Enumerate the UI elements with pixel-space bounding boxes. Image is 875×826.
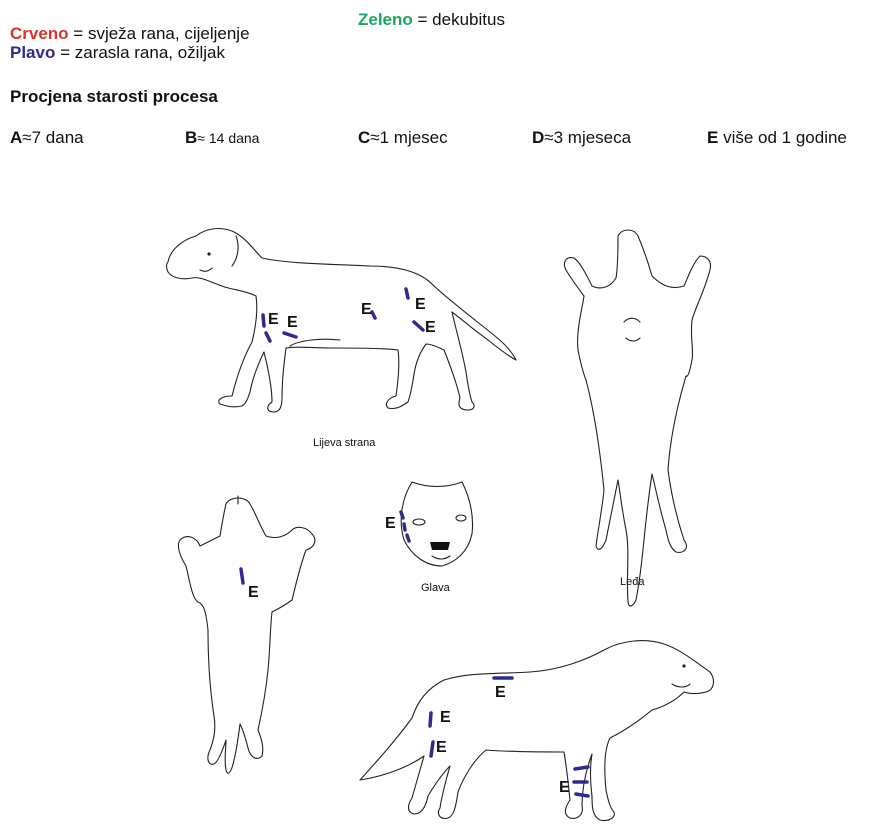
marking-labels: E E E E E E E E E E E — [248, 296, 570, 796]
dog-left-side — [167, 229, 517, 412]
scar-mark — [266, 333, 270, 341]
dog-head-view — [401, 482, 472, 566]
marking-label: E — [440, 709, 451, 726]
scar-mark — [414, 322, 423, 330]
marking-label: E — [559, 779, 570, 796]
scar-mark — [576, 794, 588, 796]
marking-label: E — [268, 311, 279, 328]
marking-label: E — [425, 319, 436, 336]
marking-label: E — [248, 584, 259, 601]
scar-mark — [575, 767, 588, 769]
scar-mark — [241, 569, 243, 583]
scar-mark — [372, 312, 375, 318]
marking-label: E — [287, 314, 298, 331]
marking-label: E — [385, 515, 396, 532]
scar-mark — [406, 289, 408, 298]
scar-markings — [241, 289, 588, 796]
scar-mark — [284, 333, 296, 337]
scar-mark — [430, 713, 431, 726]
scar-mark — [407, 535, 409, 541]
dog-right-side — [360, 641, 713, 821]
scar-mark — [431, 742, 433, 756]
scar-mark — [401, 512, 403, 518]
dog-back-view — [564, 230, 710, 606]
marking-label: E — [495, 684, 506, 701]
marking-label: E — [436, 739, 447, 756]
scar-mark — [263, 315, 264, 326]
marking-label: E — [361, 301, 372, 318]
scar-mark — [404, 524, 405, 530]
marking-label: E — [415, 296, 426, 313]
dog-front-view — [178, 496, 314, 773]
